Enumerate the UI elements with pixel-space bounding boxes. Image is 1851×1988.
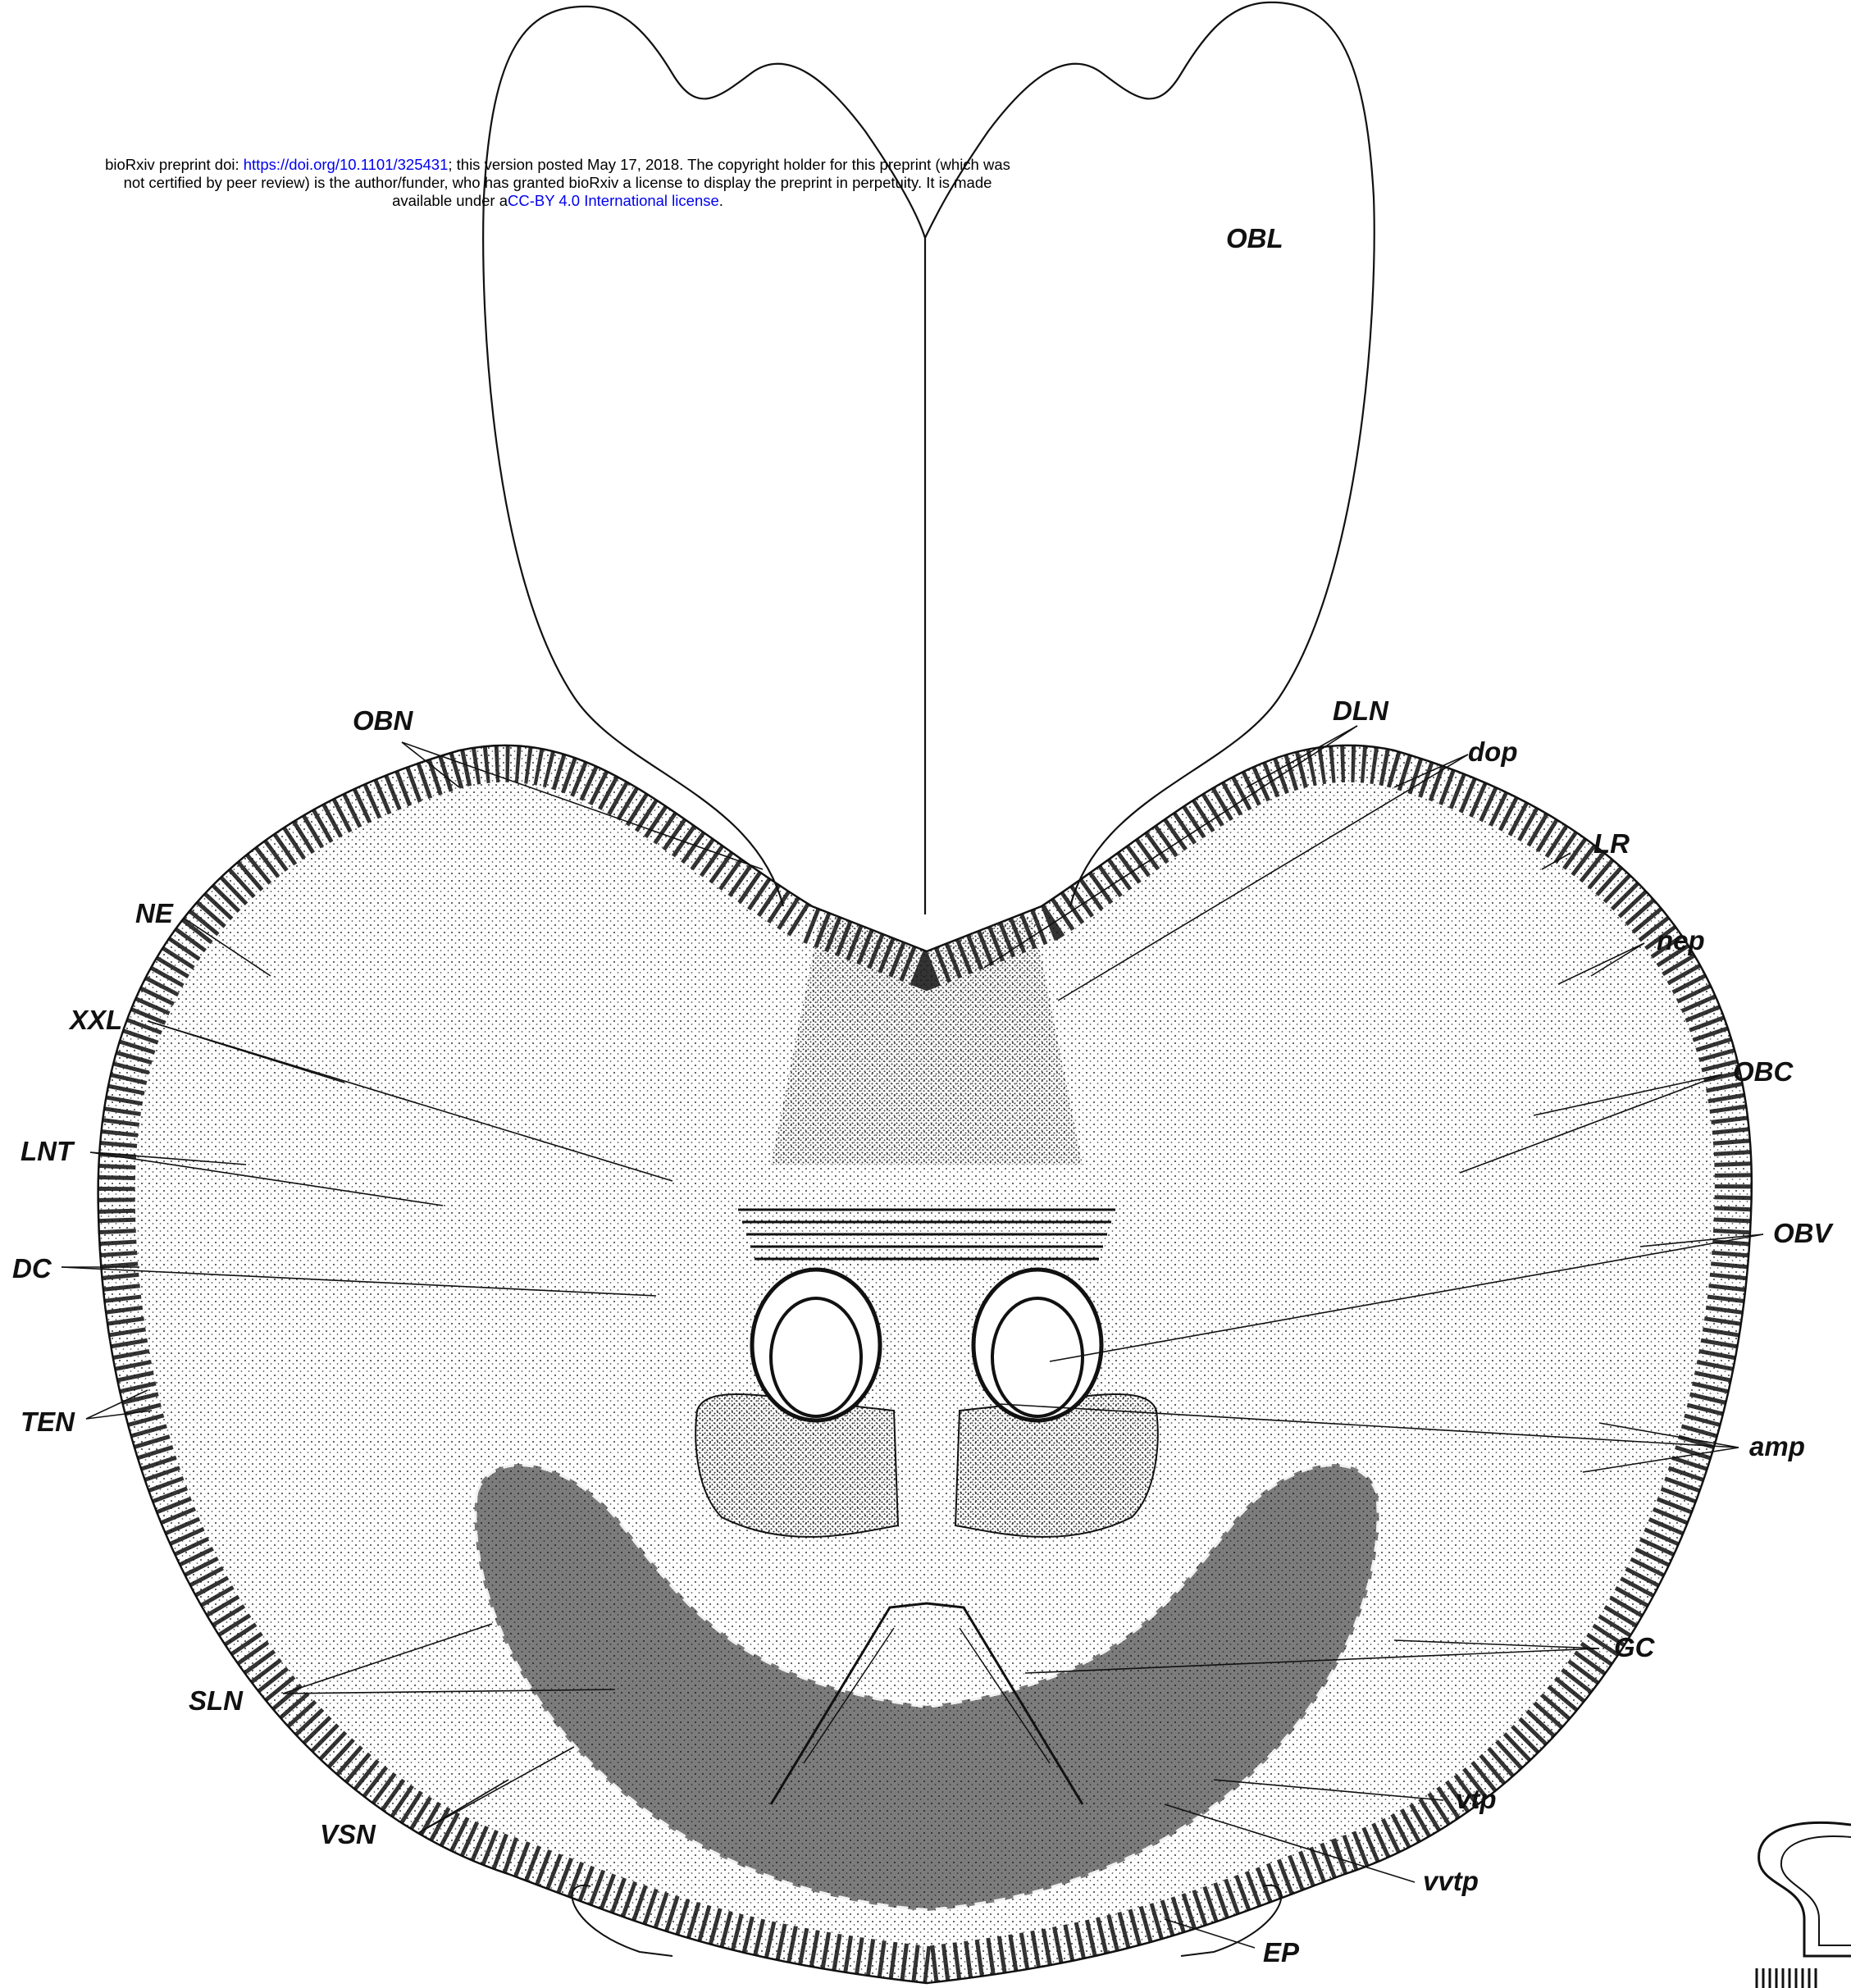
label-OBV: OBV xyxy=(1773,1218,1835,1248)
notice-line3-prefix: available under a xyxy=(392,192,508,209)
label-DLN: DLN xyxy=(1333,695,1389,726)
doi-link[interactable]: https://doi.org/10.1101/325431 xyxy=(244,156,449,173)
label-vtp: vtp xyxy=(1456,1784,1497,1814)
license-link[interactable]: CC-BY 4.0 International license xyxy=(508,192,719,209)
notice-prefix: bioRxiv preprint doi: xyxy=(105,156,244,173)
label-vvtp: vvtp xyxy=(1423,1866,1479,1896)
notice-line3-suffix: . xyxy=(719,192,723,209)
label-XXL: XXL xyxy=(68,1005,122,1035)
orientation-glyph xyxy=(1757,1822,1851,1988)
label-EP: EP xyxy=(1263,1937,1300,1967)
label-OBC: OBC xyxy=(1733,1056,1794,1087)
notice-line-2: not certified by peer review) is the aut… xyxy=(0,174,1115,192)
label-OBN: OBN xyxy=(353,705,414,736)
label-nep: nep xyxy=(1657,925,1705,955)
label-GC: GC xyxy=(1614,1632,1656,1662)
label-DC: DC xyxy=(12,1253,52,1284)
label-SLN: SLN xyxy=(189,1685,244,1716)
preprint-notice: bioRxiv preprint doi: https://doi.org/10… xyxy=(0,156,1115,210)
label-LNT: LNT xyxy=(21,1136,75,1166)
label-dop: dop xyxy=(1468,736,1517,767)
label-VSN: VSN xyxy=(320,1819,376,1849)
notice-suffix: ; this version posted May 17, 2018. The … xyxy=(448,156,1010,173)
label-TEN: TEN xyxy=(21,1407,75,1437)
notice-line-3: available under aCC-BY 4.0 International… xyxy=(0,192,1115,210)
notice-line-1: bioRxiv preprint doi: https://doi.org/10… xyxy=(0,156,1115,174)
label-LR: LR xyxy=(1593,828,1630,859)
body-disc xyxy=(98,746,1752,1983)
label-amp: amp xyxy=(1749,1431,1805,1461)
label-NE: NE xyxy=(135,898,174,928)
label-OBL: OBL xyxy=(1226,223,1283,253)
